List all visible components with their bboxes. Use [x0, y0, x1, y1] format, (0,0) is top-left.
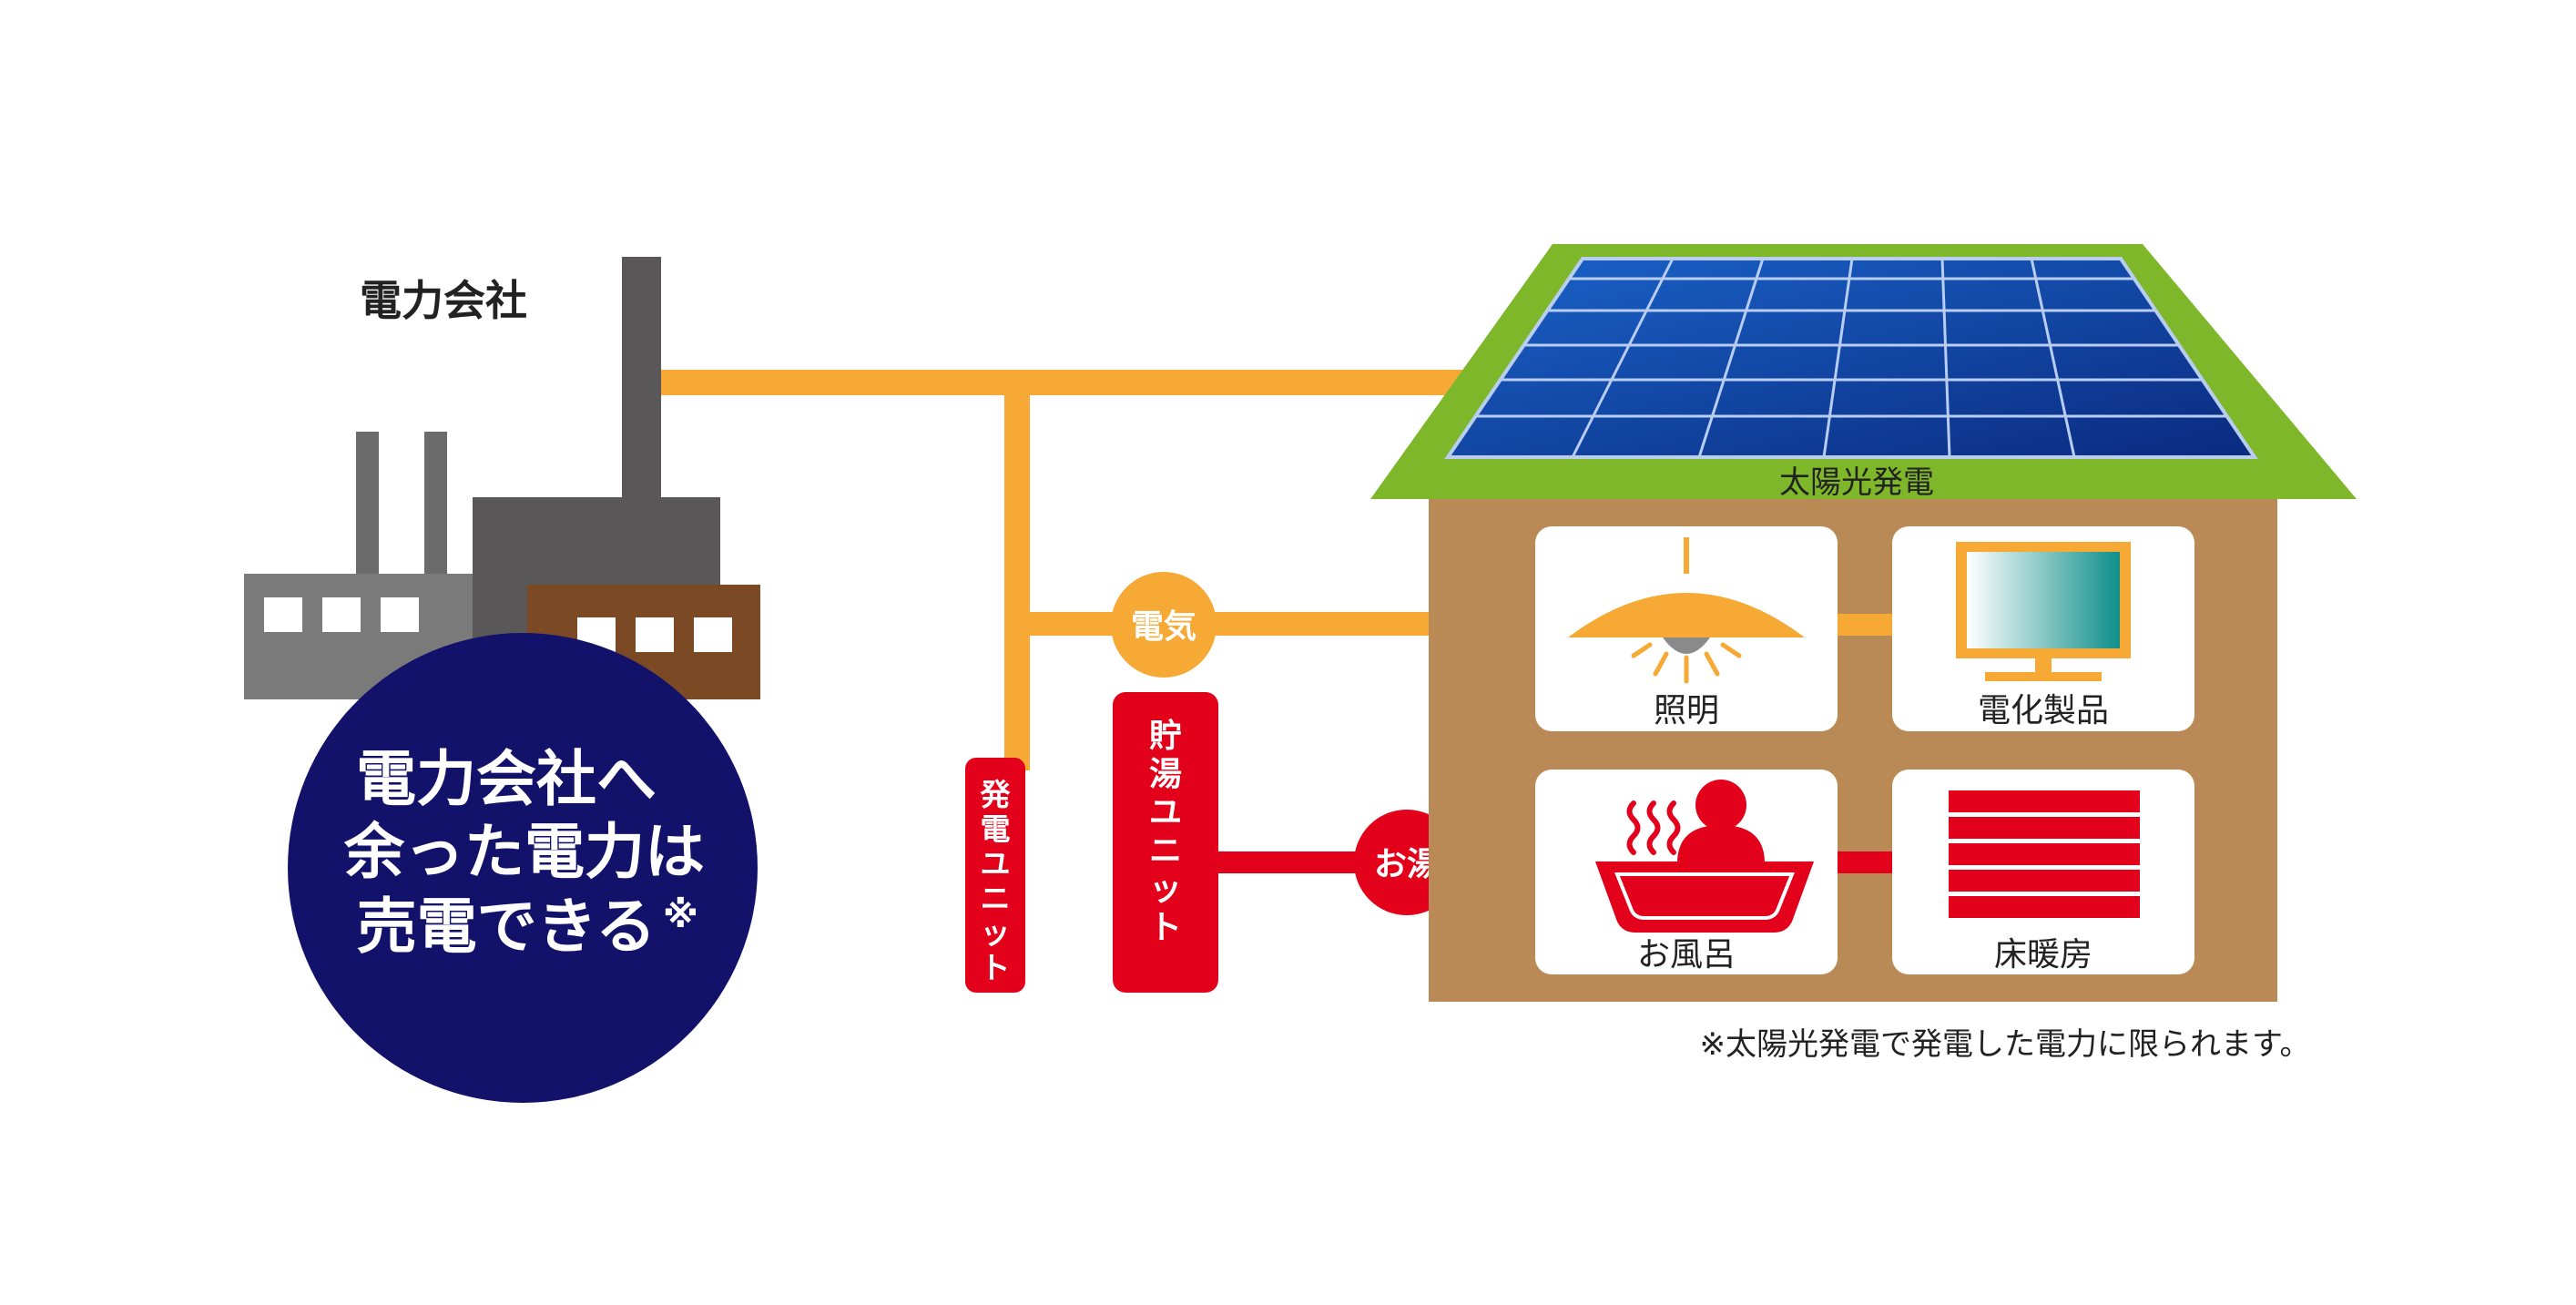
hot-water-storage-unit-char: ッ [1149, 871, 1182, 908]
solar-panel [1444, 257, 2258, 459]
chimney-2 [424, 432, 447, 579]
bath-icon [1595, 780, 1814, 933]
sell-message-line-2: 余った電力は [343, 817, 705, 887]
generation-unit-char: 発 [981, 777, 1012, 812]
factory-window [322, 597, 361, 632]
chimney-1 [356, 432, 379, 579]
hot-water-storage-unit-char: ユ [1149, 794, 1182, 831]
solar-panel-grid [1476, 258, 2226, 458]
factory-window [264, 597, 302, 632]
generation-unit-char: ト [981, 950, 1011, 985]
hot-water-storage-unit-box [1113, 692, 1218, 993]
chimney-3 [622, 257, 661, 503]
electricity-connector-label: 電気 [1131, 608, 1196, 646]
factory-window [636, 617, 674, 652]
room-label-lighting: 照明 [1654, 692, 1719, 729]
solar-panel-surface [1448, 259, 2255, 457]
generation-unit-char: ユ [981, 846, 1011, 882]
room-label-appliances: 電化製品 [1978, 692, 2109, 729]
room-label-floor-heating: 床暖房 [1994, 936, 2092, 974]
generation-unit-char: 電 [981, 811, 1011, 847]
hot-water-storage-unit-char: 貯 [1149, 718, 1182, 755]
sell-message-line-1: 電力会社へ [356, 744, 657, 814]
sell-back-circle [288, 633, 758, 1103]
generation-unit-char: ッ [981, 915, 1011, 951]
hot-water-line-between-rooms [1838, 851, 1892, 873]
tv-icon [1956, 542, 2131, 681]
sell-back-message: 電力会社へ 余った電力は 売電できる [343, 744, 705, 962]
hot-water-storage-unit-char: ト [1149, 909, 1182, 946]
grid-line-top [660, 370, 1571, 395]
sell-message-mark: ※ [663, 894, 698, 936]
generation-unit-box [965, 758, 1025, 993]
power-company-label: 電力会社 [360, 276, 527, 325]
grid-line-down [1004, 370, 1030, 770]
floor-heating-icon [1949, 790, 2140, 918]
solar-power-label: 太陽光発電 [1779, 464, 1934, 501]
room-label-bath: お風呂 [1637, 936, 1736, 974]
factory-window [694, 617, 732, 652]
hot-water-storage-unit-char: ニ [1149, 832, 1182, 870]
factory-window [381, 597, 419, 632]
sell-message-line-3: 売電できる [357, 892, 657, 962]
ceiling-lamp-icon [1568, 537, 1805, 684]
footnote: ※太陽光発電で発電した電力に限られます。 [1699, 1026, 2310, 1063]
generation-unit-char: ニ [981, 881, 1011, 916]
electricity-connector [1111, 572, 1217, 678]
electric-line-between-rooms [1838, 614, 1892, 636]
hot-water-storage-unit-char: 湯 [1149, 756, 1182, 793]
